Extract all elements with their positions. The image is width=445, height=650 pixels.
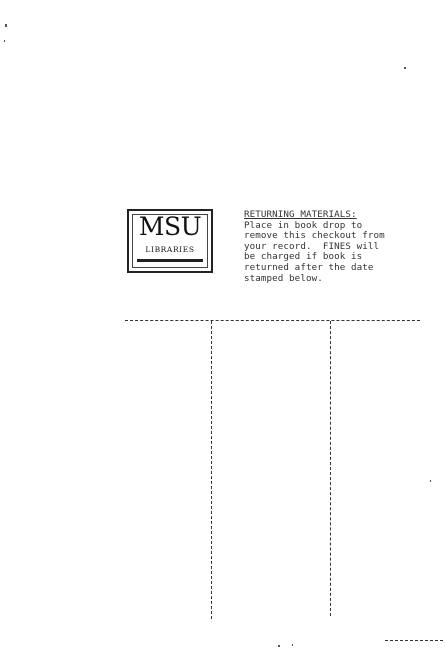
scan-speck	[278, 645, 280, 647]
notice-heading: RETURNING MATERIALS:	[244, 209, 357, 220]
notice-line: stamped below.	[244, 272, 323, 284]
notice-line: Place in book drop to	[244, 219, 363, 231]
logo-title: MSU	[138, 212, 202, 241]
logo-subtitle: LIBRARIES	[145, 245, 195, 254]
scan-speck	[404, 67, 406, 69]
notice-line: be charged if book is	[244, 251, 363, 263]
logo-bar	[137, 259, 203, 262]
scan-speck	[292, 644, 293, 646]
notice-line: your record. FINES will	[244, 240, 380, 252]
grid-column-divider-left	[211, 321, 212, 619]
returning-materials-notice: RETURNING MATERIALS: Place in book drop …	[244, 209, 424, 284]
grid-bottom-rule	[385, 640, 443, 641]
grid-top-rule	[125, 320, 420, 321]
scan-speck	[5, 24, 7, 27]
grid-column-divider-right	[330, 321, 331, 616]
msu-libraries-logo: MSU LIBRARIES	[127, 209, 213, 273]
notice-line: returned after the date	[244, 261, 374, 273]
logo-inner-border	[132, 214, 208, 268]
notice-line: remove this checkout from	[244, 230, 385, 242]
scan-speck	[4, 40, 5, 42]
scan-speck	[430, 480, 431, 482]
